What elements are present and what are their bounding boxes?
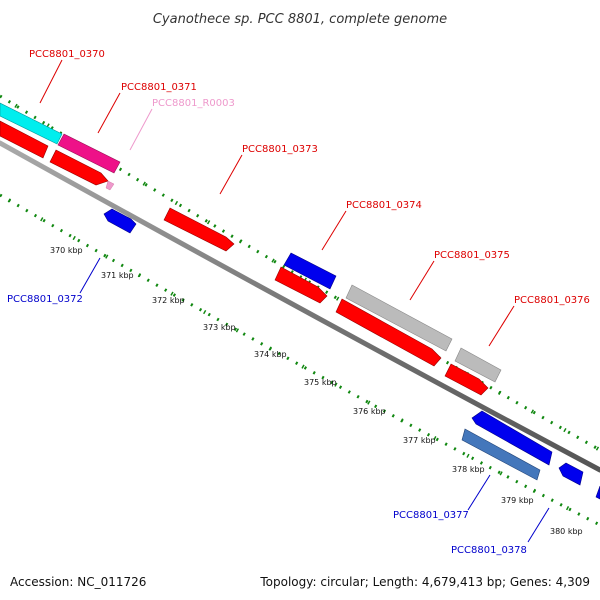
gene-label-0374[interactable]: PCC8801_0374: [346, 200, 422, 211]
tick-label: 376 kbp: [353, 407, 386, 416]
tick-label: 377 kbp: [403, 436, 436, 445]
feature-0374-inner[interactable]: [274, 266, 328, 304]
feature-R0003[interactable]: [105, 180, 115, 191]
feature-0370-inner[interactable]: [0, 120, 49, 159]
feature-0376-inner[interactable]: [444, 363, 489, 396]
accession-text: Accession: NC_011726: [10, 575, 146, 589]
tick-label: 378 kbp: [452, 465, 485, 474]
map-title: Cyanothece sp. PCC 8801, complete genome: [153, 12, 447, 27]
callout-0376: [488, 305, 515, 347]
feature-0370[interactable]: [0, 102, 63, 145]
gene-label-0371[interactable]: PCC8801_0371: [121, 82, 197, 93]
callout-0371: [97, 92, 121, 134]
genome-summary-text: Topology: circular; Length: 4,679,413 bp…: [259, 575, 590, 589]
tick-label: 372 kbp: [152, 296, 185, 305]
tick-label: 373 kbp: [203, 323, 236, 332]
feature-0371[interactable]: [57, 133, 121, 174]
gene-label-0377[interactable]: PCC8801_0377: [393, 510, 469, 521]
tick-label: 379 kbp: [501, 496, 534, 505]
gene-label-0372[interactable]: PCC8801_0372: [7, 294, 83, 305]
feature-0374[interactable]: [283, 252, 337, 290]
gene-label-0370[interactable]: PCC8801_0370: [29, 49, 105, 60]
feature-0373[interactable]: [163, 207, 235, 252]
callout-0377: [467, 474, 491, 511]
gene-labels: PCC8801_0370 PCC8801_0371 PCC8801_R0003 …: [7, 49, 590, 556]
callout-lines: [39, 59, 550, 543]
inner-grid-ticks: [0, 193, 600, 527]
feature-0378[interactable]: [461, 428, 541, 481]
gene-label-0373[interactable]: PCC8801_0373: [242, 144, 318, 155]
outer-grid-dots: [0, 94, 600, 452]
gene-label-0375[interactable]: PCC8801_0375: [434, 250, 510, 261]
callout-0375: [409, 260, 435, 301]
callout-0374: [321, 210, 347, 251]
feature-0372[interactable]: [103, 208, 137, 234]
inner-grid-dots: [0, 193, 600, 527]
feature-0371-inner[interactable]: [49, 149, 109, 186]
callout-0373: [219, 154, 243, 195]
feature-0379[interactable]: [558, 462, 584, 486]
tick-label: 375 kbp: [304, 378, 337, 387]
tick-label: 374 kbp: [254, 350, 287, 359]
feature-0376[interactable]: [454, 347, 502, 383]
feature-0380[interactable]: [595, 485, 600, 500]
callout-0378: [527, 507, 550, 543]
tick-label: 380 kbp: [550, 527, 583, 536]
callout-0372: [79, 257, 101, 294]
gene-label-0378[interactable]: PCC8801_0378: [451, 545, 527, 556]
feature-0375[interactable]: [345, 284, 453, 352]
inner-strand-features: [0, 120, 489, 396]
genome-backbone: [0, 140, 600, 473]
feature-0375-inner[interactable]: [335, 298, 442, 367]
tick-label: 370 kbp: [50, 246, 83, 255]
tick-label: 371 kbp: [101, 271, 134, 280]
outer-strand-features: [0, 102, 600, 500]
tick-labels: 370 kbp 371 kbp 372 kbp 373 kbp 374 kbp …: [50, 246, 583, 536]
gene-label-0376[interactable]: PCC8801_0376: [514, 295, 590, 306]
feature-0377-outer[interactable]: [471, 410, 553, 466]
gene-label-R0003[interactable]: PCC8801_R0003: [152, 98, 235, 109]
callout-0370: [39, 59, 63, 104]
callout-R0003: [129, 108, 153, 151]
